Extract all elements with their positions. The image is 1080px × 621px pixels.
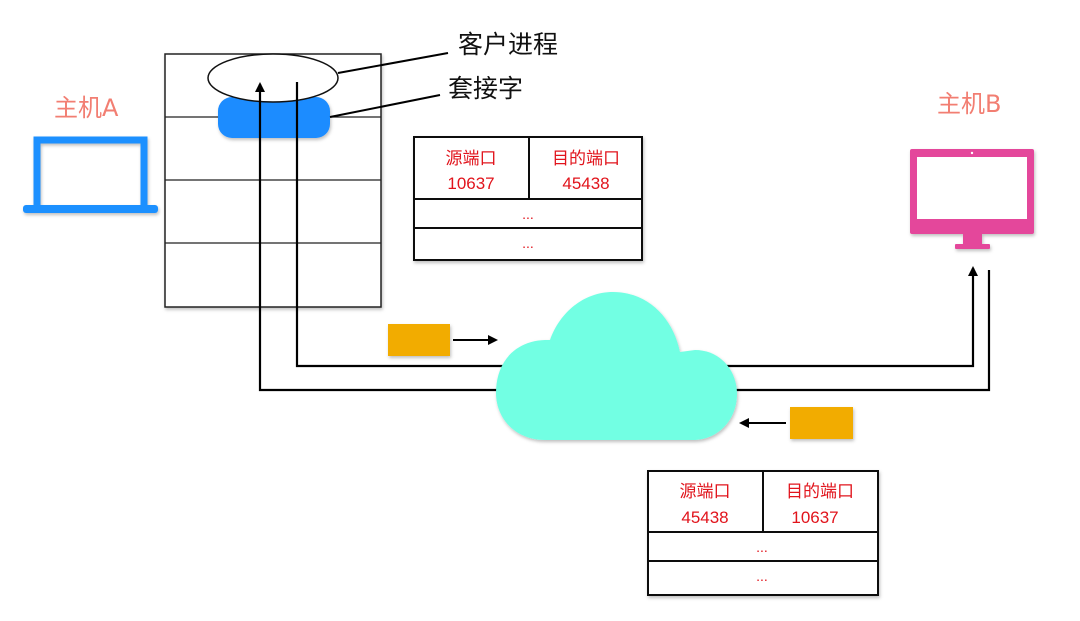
inbound-path-host-a bbox=[255, 82, 500, 392]
desktop-monitor-icon bbox=[910, 149, 1034, 249]
incoming-dst-header: 目的端口 bbox=[786, 482, 854, 501]
host-a-label: 主机A bbox=[54, 94, 119, 122]
outgoing-port-table bbox=[413, 136, 643, 261]
socket-shape bbox=[218, 97, 330, 138]
outgoing-src-port: 10637 bbox=[447, 174, 494, 193]
cloud-icon bbox=[496, 292, 737, 440]
incoming-row-2: ... bbox=[756, 568, 768, 584]
incoming-port-table bbox=[647, 470, 879, 596]
inbound-path-host-b bbox=[735, 270, 991, 392]
client-process-shape bbox=[207, 53, 339, 103]
socket-leader-line bbox=[329, 94, 441, 118]
outgoing-dst-port: 45438 bbox=[562, 174, 609, 193]
process-leader-line bbox=[337, 52, 449, 74]
packet-outgoing bbox=[388, 324, 450, 356]
outbound-path-host-a bbox=[295, 82, 505, 368]
laptop-icon bbox=[23, 136, 158, 213]
incoming-src-header: 源端口 bbox=[680, 482, 731, 501]
incoming-src-port: 45438 bbox=[681, 508, 728, 527]
socket-callout: 套接字 bbox=[448, 74, 523, 103]
host-b-label: 主机B bbox=[937, 90, 1001, 118]
outgoing-row-1: ... bbox=[522, 206, 534, 222]
packet-incoming bbox=[790, 407, 853, 439]
outbound-path-host-b bbox=[720, 266, 978, 368]
outgoing-src-header: 源端口 bbox=[446, 149, 497, 168]
incoming-dst-port: 10637 bbox=[791, 508, 838, 527]
outgoing-row-2: ... bbox=[522, 235, 534, 251]
process-callout: 客户进程 bbox=[458, 30, 558, 59]
outgoing-dst-header: 目的端口 bbox=[552, 149, 620, 168]
incoming-row-1: ... bbox=[756, 539, 768, 555]
